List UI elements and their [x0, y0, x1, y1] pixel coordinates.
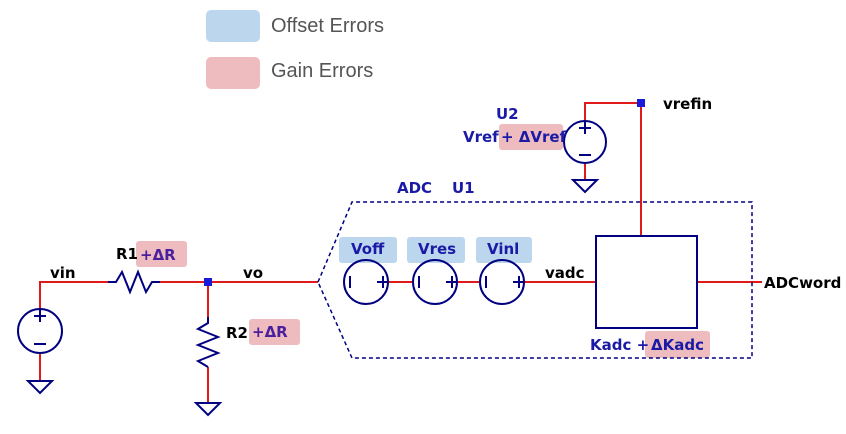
r1-error-label: +ΔR [140, 246, 176, 264]
kadc-error-highlight [645, 331, 710, 358]
u2-value-label: Vref [463, 128, 499, 146]
adc-instance-label: U1 [452, 179, 475, 197]
r1-error-highlight [136, 241, 187, 267]
r2-label: R2 [226, 324, 248, 342]
voltage-source-icon [412, 259, 458, 305]
net-label-vrefin: vrefin [663, 95, 713, 113]
r2-error-highlight [249, 319, 300, 345]
ground-icon [25, 380, 55, 395]
legend-swatch-offset [206, 10, 260, 42]
legend-label-offset: Offset Errors [271, 15, 384, 37]
wire-vin [39, 281, 108, 309]
net-label-vin: vin [50, 264, 76, 282]
wire-vrefin [584, 102, 642, 236]
adc-block-icon [595, 235, 698, 329]
legend-swatch-gain [206, 57, 260, 89]
vres-label: Vres [418, 240, 457, 258]
kadc-value-label: Kadc + [590, 336, 650, 354]
voltage-source-icon [17, 308, 63, 354]
adc-boundary [317, 201, 753, 359]
vres-highlight [407, 237, 465, 263]
net-label-adcword: ADCword [764, 274, 842, 292]
junction-dot-icon [637, 99, 645, 107]
junction-dot-icon [204, 278, 212, 286]
voff-highlight [339, 237, 397, 263]
voltage-source-icon [563, 120, 607, 164]
kadc-error-label: ΔKadc [651, 336, 704, 354]
vref-error-highlight [499, 124, 563, 150]
adc-name-label: ADC [397, 179, 433, 197]
voff-label: Voff [351, 240, 385, 258]
resistor-icon [195, 317, 221, 368]
voltage-source-icon [479, 259, 525, 305]
resistor-icon [108, 269, 160, 295]
u2-label: U2 [496, 105, 519, 123]
ground-icon [570, 179, 600, 194]
u2-error-label: + ΔVref [501, 128, 567, 146]
legend-label-gain: Gain Errors [271, 60, 374, 82]
vinl-label: Vinl [487, 240, 520, 258]
net-label-vo: vo [243, 264, 264, 282]
voltage-source-icon [343, 259, 389, 305]
vinl-highlight [476, 237, 532, 263]
wires [39, 102, 762, 403]
net-label-vadc: vadc [545, 264, 585, 282]
r1-label: R1 [116, 245, 138, 263]
r2-error-label: +ΔR [252, 323, 288, 341]
ground-icon [193, 402, 223, 417]
